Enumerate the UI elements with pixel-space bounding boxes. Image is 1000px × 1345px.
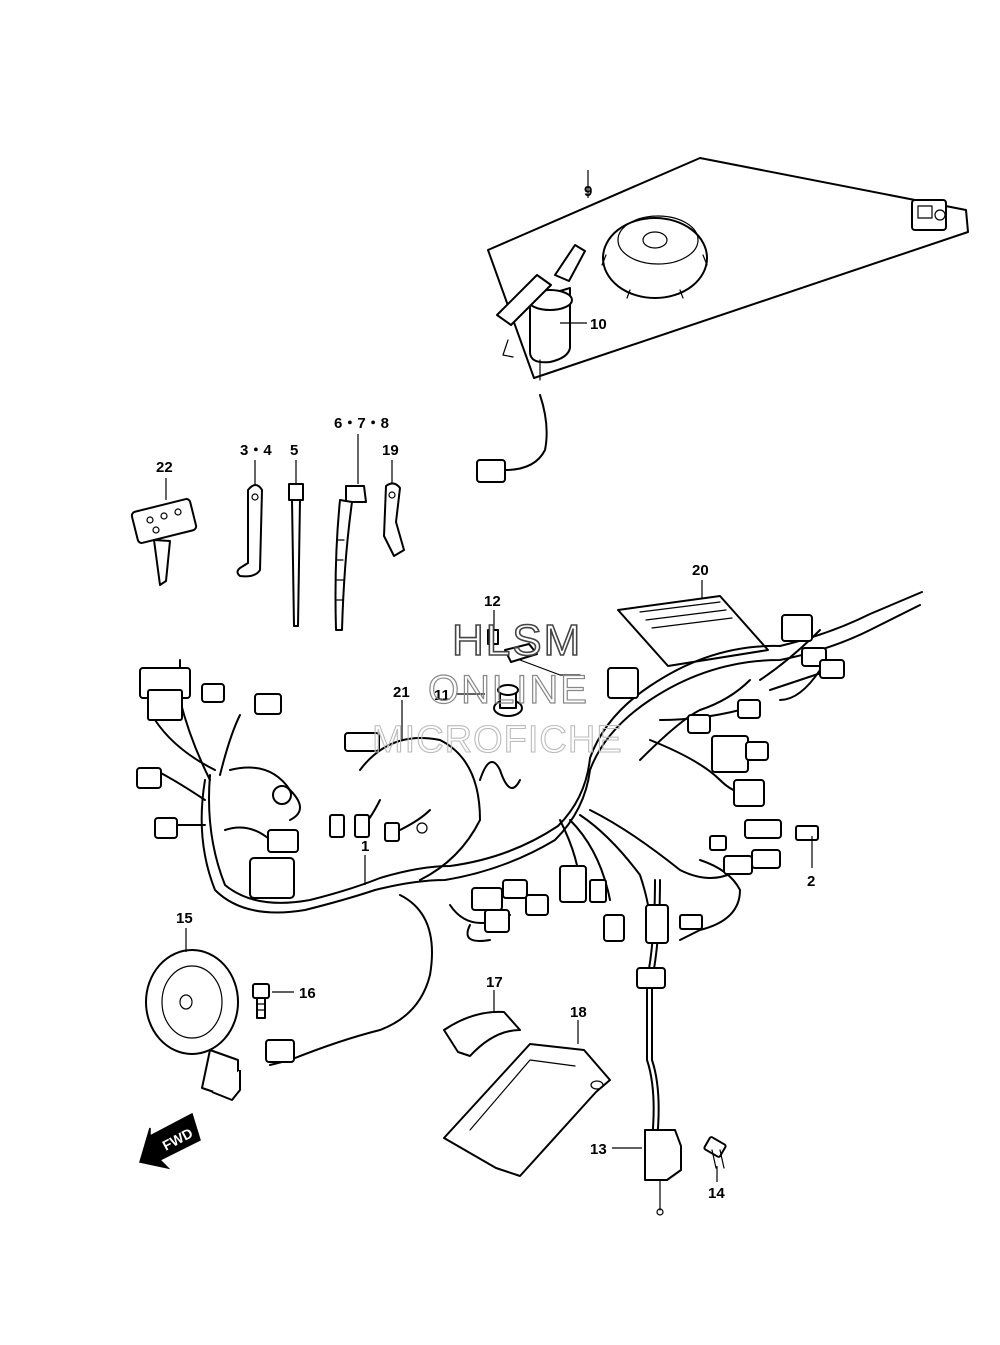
watermark-line-1: HLSM [452, 616, 582, 665]
horn-connector [265, 1039, 295, 1063]
callout-2: 2 [807, 873, 815, 890]
callout-20: 20 [692, 562, 709, 579]
watermark-line-2: ONLINE [428, 668, 589, 712]
clip-19 [383, 460, 405, 557]
callout-1: 1 [361, 838, 369, 855]
switch-13 [612, 1129, 682, 1216]
callout-22: 22 [156, 459, 173, 476]
callout-3-4: 3・4 [240, 442, 272, 459]
forward-arrow: FWD [139, 1112, 201, 1170]
callout-labels: 9 10 22 3・4 5 6・7・8 19 20 12 21 11 1 2 1… [156, 183, 815, 1202]
band-6-7-8 [334, 434, 367, 631]
clamp-3-4 [236, 460, 263, 578]
callout-21: 21 [393, 684, 410, 701]
callout-13: 13 [590, 1141, 607, 1158]
watermark: HLSM ONLINE MICROFICHE [371, 615, 623, 761]
callout-17: 17 [486, 974, 503, 991]
fuel-cap [601, 215, 708, 299]
callout-16: 16 [299, 985, 316, 1002]
callout-5: 5 [290, 442, 298, 459]
plate-18 [443, 1020, 611, 1177]
callout-11: 11 [434, 687, 450, 704]
bolt-16 [252, 983, 294, 1019]
callout-19: 19 [382, 442, 399, 459]
horn-15 [145, 949, 241, 1101]
fuse-sheet-20 [617, 580, 769, 667]
harness-connectors [136, 614, 845, 989]
callout-15: 15 [176, 910, 193, 927]
ignition-kit-box [487, 157, 969, 381]
callout-12: 12 [484, 593, 501, 610]
callout-10: 10 [590, 316, 607, 333]
screw-14 [703, 1136, 727, 1182]
kit-connector [911, 199, 947, 231]
ignition-connector [476, 459, 506, 483]
key-blank [130, 478, 198, 586]
watermark-line-3: MICROFICHE [372, 719, 623, 761]
grommet-11 [493, 684, 523, 717]
cover-17 [443, 990, 521, 1057]
callout-9: 9 [584, 183, 592, 200]
ignition-switch [496, 244, 586, 381]
bracket-12 [487, 629, 581, 676]
callout-14: 14 [708, 1185, 725, 1202]
callout-18: 18 [570, 1004, 587, 1021]
main-wiring-harness [154, 591, 923, 1141]
ignition-wire [484, 394, 548, 473]
cable-tie-5 [288, 460, 304, 627]
callout-6-7-8: 6・7・8 [334, 415, 389, 432]
